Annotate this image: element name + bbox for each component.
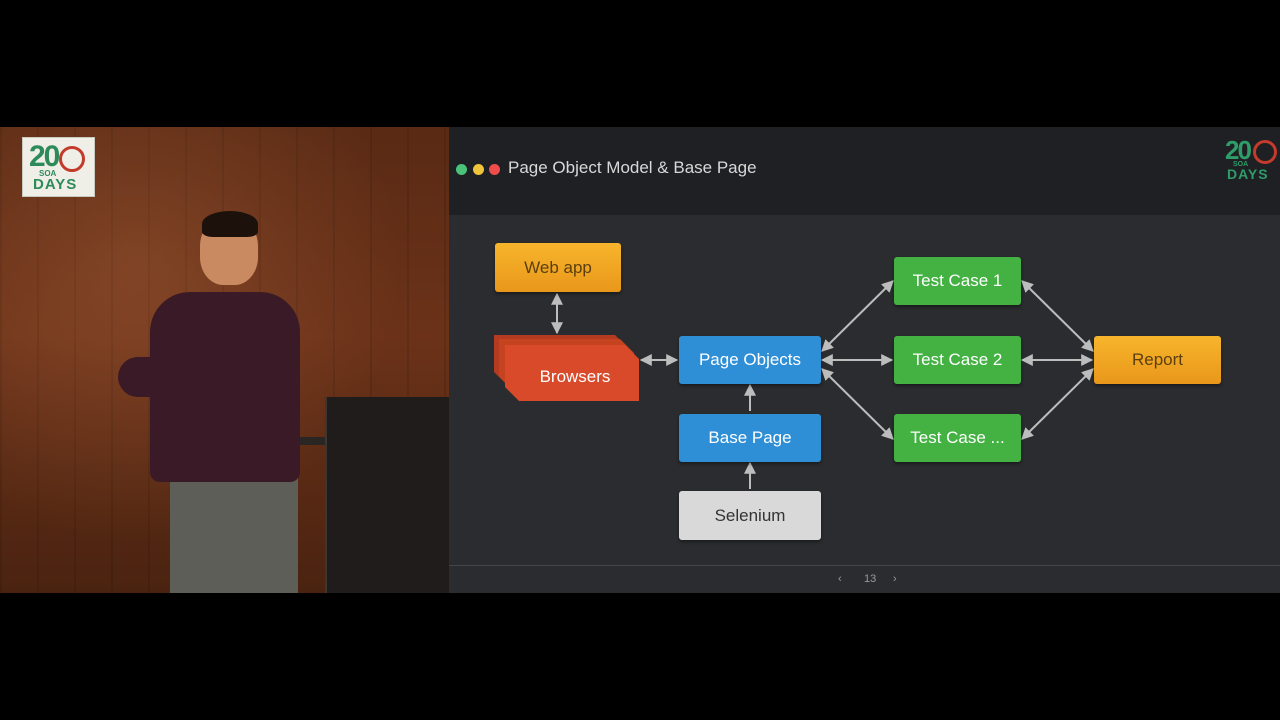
speaker-video: 20 SOA DAYS bbox=[0, 127, 449, 593]
lectern-top bbox=[290, 437, 330, 445]
arrow-testcase1-report bbox=[1021, 280, 1094, 352]
slide-logo-number: 20 bbox=[1225, 135, 1252, 165]
slide-title: Page Object Model & Base Page bbox=[508, 158, 757, 177]
window-dot-yellow bbox=[473, 164, 484, 175]
speaker-hair bbox=[202, 211, 258, 237]
node-selenium: Selenium bbox=[679, 491, 821, 540]
slide-logo-word: DAYS bbox=[1227, 166, 1269, 182]
slide-footer-divider bbox=[449, 565, 1280, 566]
speaker-arms bbox=[118, 357, 228, 397]
logo-org: SOA bbox=[39, 169, 57, 178]
logo-word: DAYS bbox=[33, 176, 78, 193]
node-test-case-n: Test Case ... bbox=[894, 414, 1021, 462]
chevron-right-icon[interactable]: › bbox=[893, 573, 897, 585]
node-base-page: Base Page bbox=[679, 414, 821, 462]
arrow-testcasen-report bbox=[1021, 368, 1094, 440]
node-page-objects: Page Objects bbox=[679, 336, 821, 384]
chevron-left-icon[interactable]: ‹ bbox=[838, 573, 842, 585]
browsers-stack-front bbox=[505, 345, 639, 401]
logo-number: 20 bbox=[29, 140, 60, 173]
slide-header: Page Object Model & Base Page 20 SOA DAY… bbox=[449, 127, 1280, 215]
arrow-pageobjects-testcase1 bbox=[821, 280, 894, 352]
page-number: 13 bbox=[864, 573, 877, 585]
logo-circle-icon bbox=[59, 146, 85, 172]
window-dot-green bbox=[456, 164, 467, 175]
slide-logo-circle-icon bbox=[1253, 140, 1277, 164]
node-browsers: Browsers bbox=[539, 367, 611, 386]
diagram-connectors bbox=[494, 280, 1094, 489]
slide-logo: 20 SOA DAYS bbox=[1225, 135, 1280, 183]
window-dot-red bbox=[489, 164, 500, 175]
podium bbox=[325, 397, 449, 593]
node-web-app: Web app bbox=[495, 243, 621, 292]
conference-logo: 20 SOA DAYS bbox=[22, 137, 95, 197]
slide-logo-org: SOA bbox=[1233, 161, 1249, 168]
arrow-pageobjects-testcasen bbox=[821, 368, 894, 440]
node-test-case-1: Test Case 1 bbox=[894, 257, 1021, 305]
node-report: Report bbox=[1094, 336, 1221, 384]
node-test-case-2: Test Case 2 bbox=[894, 336, 1021, 384]
presentation-slide: Page Object Model & Base Page 20 SOA DAY… bbox=[449, 127, 1280, 593]
speaker-legs bbox=[170, 472, 298, 593]
